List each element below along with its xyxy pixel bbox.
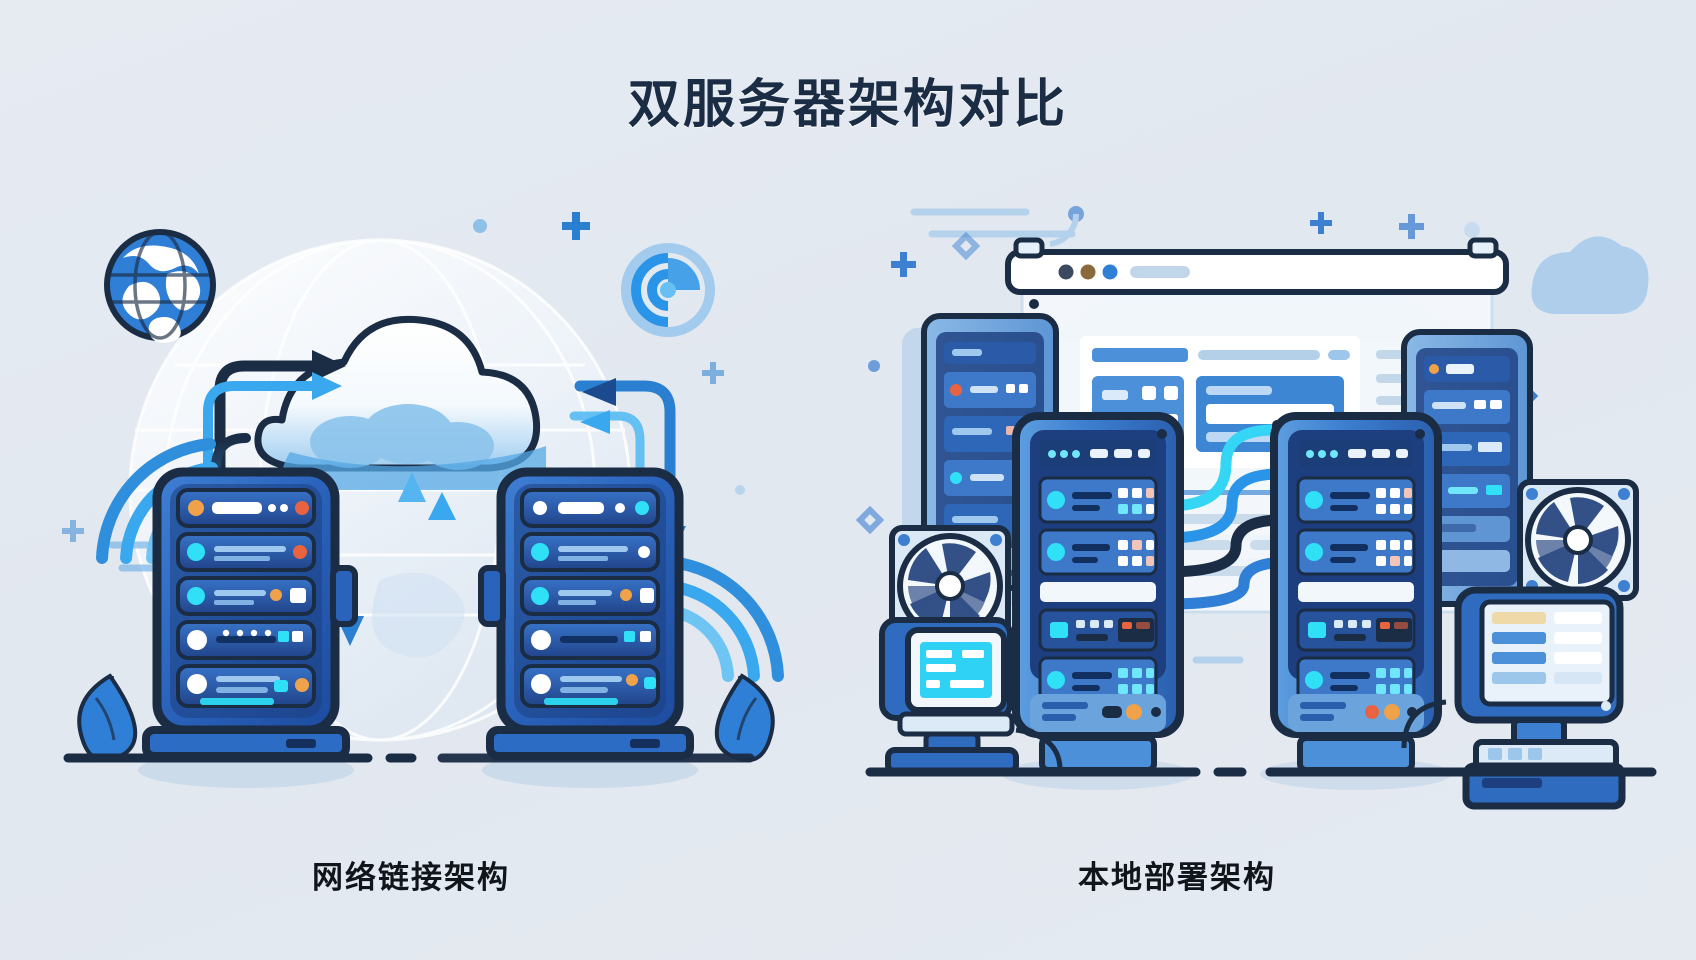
- rack-unit: [176, 576, 316, 616]
- globe-icon: [104, 229, 216, 343]
- address-bar[interactable]: [1130, 266, 1190, 278]
- rack-unit: [1040, 582, 1156, 602]
- rack-unit: [1040, 440, 1156, 468]
- leaf-plant-left: [77, 673, 138, 763]
- rack-unit: [1296, 528, 1416, 576]
- terminal-monitor[interactable]: [1401, 586, 1626, 810]
- panel-network-architecture: [50, 190, 830, 830]
- leaf-plant-right: [714, 673, 775, 763]
- rack-unit: [520, 664, 660, 708]
- server-rack-right[interactable]: [478, 467, 694, 760]
- cooling-fan-left: [889, 525, 1011, 708]
- flow-arrow-left-up: [203, 350, 346, 513]
- rack-unit: [1298, 440, 1414, 468]
- radar-signal-icon: [621, 243, 715, 338]
- rack-unit: [1296, 608, 1416, 652]
- server-rack-front-left[interactable]: [1012, 412, 1184, 773]
- rack-unit: [1038, 608, 1158, 652]
- rack-unit: [1038, 476, 1158, 524]
- window-control-dots[interactable]: [1058, 264, 1118, 280]
- page-title: 双服务器架构对比: [627, 76, 1068, 134]
- rack-unit: [176, 488, 316, 528]
- crt-monitor[interactable]: [879, 617, 1063, 775]
- rack-unit: [520, 576, 660, 616]
- cloud-shape: [1531, 236, 1649, 314]
- rack-unit: [520, 620, 660, 660]
- rack-unit: [176, 664, 316, 708]
- caption-network-architecture: 网络链接架构: [312, 860, 510, 895]
- panel-onpremise-architecture: [855, 190, 1657, 830]
- rack-unit: [1038, 528, 1158, 576]
- rack-unit: [1298, 582, 1414, 602]
- rack-unit: [176, 620, 316, 660]
- cloud-icon: [254, 315, 546, 490]
- plus-sparkle: [62, 212, 724, 542]
- server-rack-left[interactable]: [142, 467, 358, 760]
- rack-unit: [176, 532, 316, 572]
- server-rack-front-right[interactable]: [1270, 412, 1442, 773]
- rack-unit: [520, 532, 660, 572]
- rack-unit: [1296, 656, 1416, 704]
- rack-unit: [520, 488, 660, 528]
- caption-onpremise-architecture: 本地部署架构: [1078, 860, 1276, 895]
- plus-sparkle: [868, 212, 1424, 372]
- rack-unit: [1296, 476, 1416, 524]
